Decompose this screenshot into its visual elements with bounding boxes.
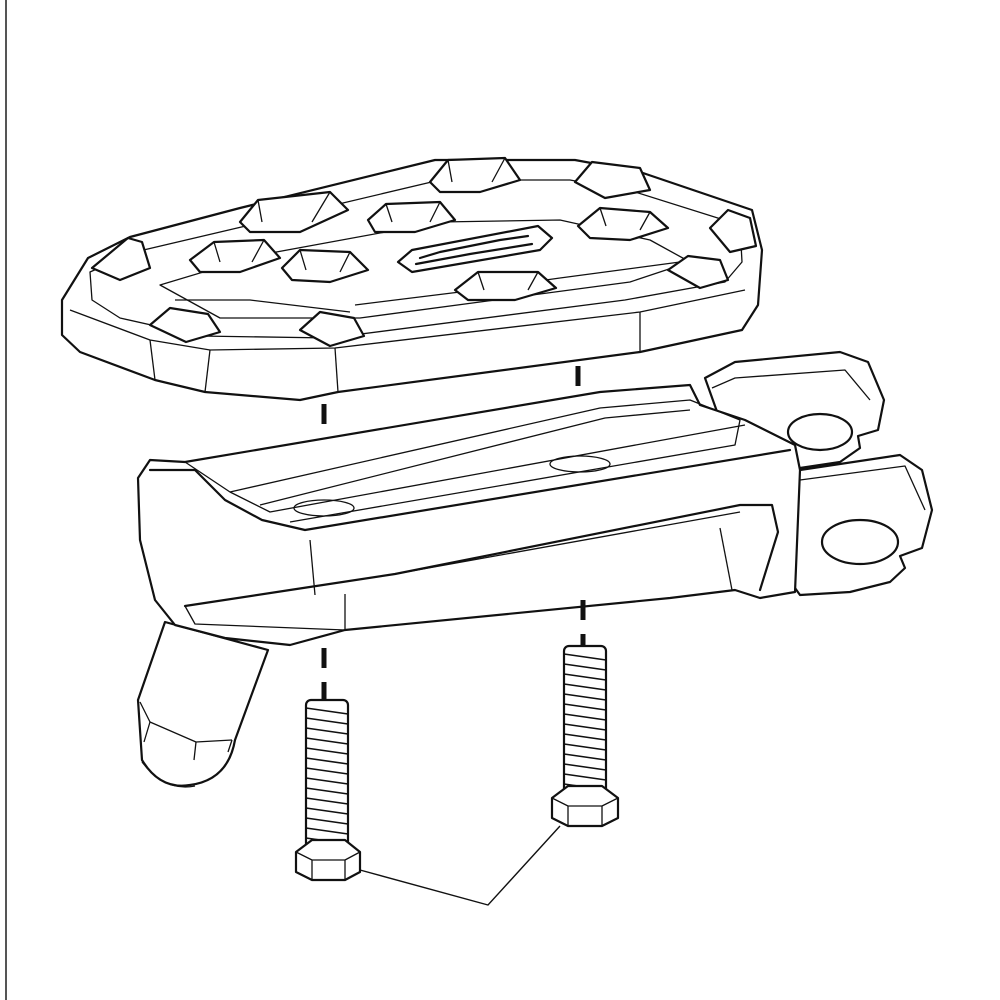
pad-outline	[60, 158, 764, 402]
mounting-bolt-left	[294, 698, 362, 882]
mounting-clevis	[703, 350, 934, 597]
peg-side-chamfer	[183, 503, 780, 608]
pad-inner-recess	[159, 219, 691, 319]
footpeg-body	[136, 350, 934, 788]
peg-body-outline	[136, 383, 802, 647]
pad-traction-studs	[90, 156, 758, 348]
pad-side-band	[69, 289, 746, 351]
bolt-hole-right	[549, 455, 611, 473]
brand-logo	[396, 224, 554, 274]
bolt-hole-left	[293, 499, 355, 517]
mounting-bolt-right	[550, 644, 620, 828]
footpeg-cover-pad	[60, 156, 764, 402]
peg-top-cavity	[229, 399, 741, 523]
bolt-callout-leader	[359, 825, 561, 906]
footpeg-pivot-stem	[136, 620, 270, 788]
